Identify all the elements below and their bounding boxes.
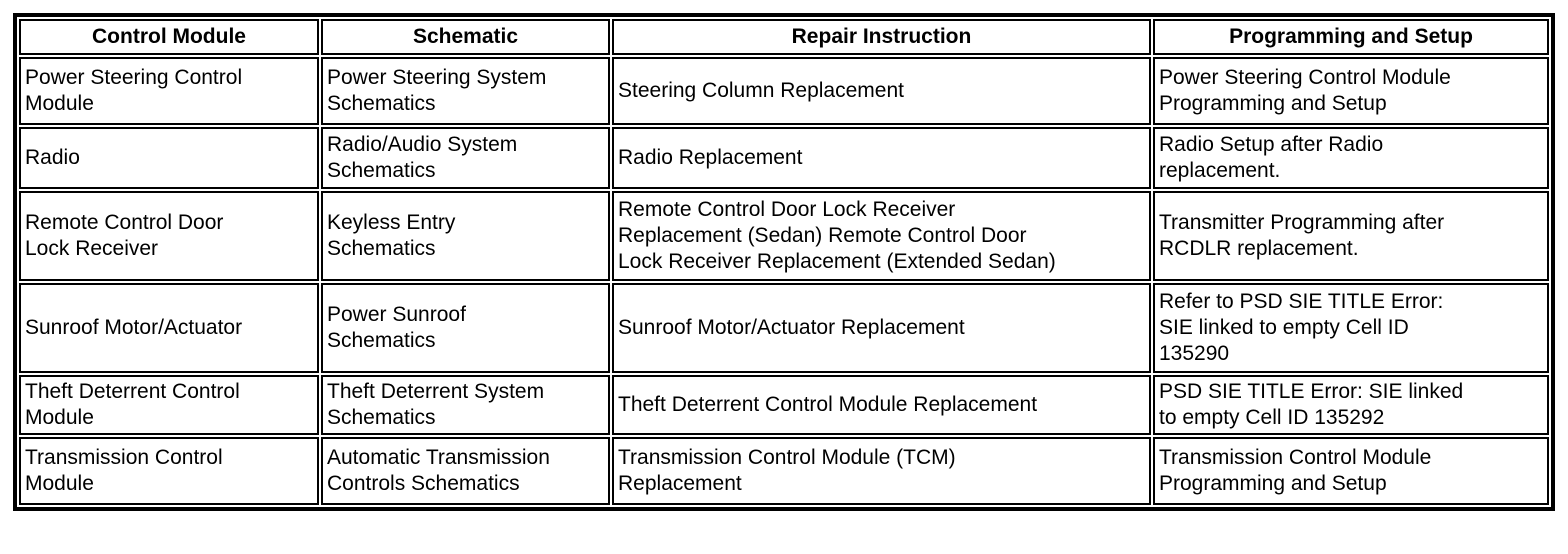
table-row: Remote Control Door Lock Receiver Keyles…	[19, 191, 1549, 281]
column-header-schematic: Schematic	[321, 19, 610, 55]
cell-control-module: Theft Deterrent Control Module	[19, 375, 319, 435]
cell-programming-and-setup: Refer to PSD SIE TITLE Error: SIE linked…	[1153, 283, 1549, 373]
page: Control Module Schematic Repair Instruct…	[13, 13, 1555, 511]
column-header-repair-instruction: Repair Instruction	[612, 19, 1151, 55]
cell-control-module: Remote Control Door Lock Receiver	[19, 191, 319, 281]
cell-repair-instruction: Transmission Control Module (TCM) Replac…	[612, 437, 1151, 505]
table-row: Theft Deterrent Control Module Theft Det…	[19, 375, 1549, 435]
cell-control-module: Sunroof Motor/Actuator	[19, 283, 319, 373]
cell-schematic: Automatic Transmission Controls Schemati…	[321, 437, 610, 505]
header-row: Control Module Schematic Repair Instruct…	[19, 19, 1549, 55]
cell-repair-instruction: Sunroof Motor/Actuator Replacement	[612, 283, 1151, 373]
cell-repair-instruction: Remote Control Door Lock Receiver Replac…	[612, 191, 1151, 281]
cell-schematic: Theft Deterrent System Schematics	[321, 375, 610, 435]
cell-programming-and-setup: Transmitter Programming after RCDLR repl…	[1153, 191, 1549, 281]
cell-control-module: Radio	[19, 127, 319, 189]
column-header-control-module: Control Module	[19, 19, 319, 55]
cell-schematic: Power Steering System Schematics	[321, 57, 610, 125]
cell-schematic: Keyless Entry Schematics	[321, 191, 610, 281]
table-row: Power Steering Control Module Power Stee…	[19, 57, 1549, 125]
cell-schematic: Radio/Audio System Schematics	[321, 127, 610, 189]
cell-schematic: Power Sunroof Schematics	[321, 283, 610, 373]
cell-control-module: Transmission Control Module	[19, 437, 319, 505]
table-row: Transmission Control Module Automatic Tr…	[19, 437, 1549, 505]
cell-programming-and-setup: Radio Setup after Radio replacement.	[1153, 127, 1549, 189]
table-row: Sunroof Motor/Actuator Power Sunroof Sch…	[19, 283, 1549, 373]
cell-programming-and-setup: Transmission Control Module Programming …	[1153, 437, 1549, 505]
service-info-table: Control Module Schematic Repair Instruct…	[13, 13, 1555, 511]
cell-repair-instruction: Radio Replacement	[612, 127, 1151, 189]
cell-repair-instruction: Steering Column Replacement	[612, 57, 1151, 125]
cell-repair-instruction: Theft Deterrent Control Module Replaceme…	[612, 375, 1151, 435]
cell-programming-and-setup: Power Steering Control Module Programmin…	[1153, 57, 1549, 125]
cell-programming-and-setup: PSD SIE TITLE Error: SIE linked to empty…	[1153, 375, 1549, 435]
table-row: Radio Radio/Audio System Schematics Radi…	[19, 127, 1549, 189]
cell-control-module: Power Steering Control Module	[19, 57, 319, 125]
column-header-programming-and-setup: Programming and Setup	[1153, 19, 1549, 55]
